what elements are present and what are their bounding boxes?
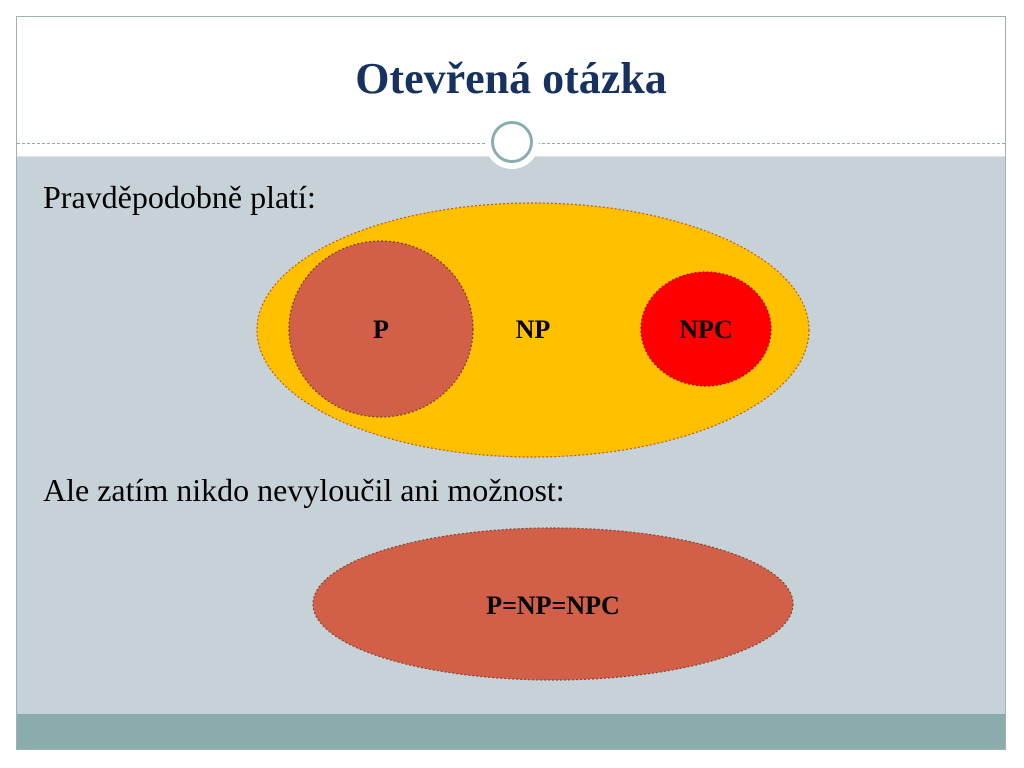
footer-bar <box>17 714 1005 749</box>
slide: Otevřená otázka Pravděpodobně platí: Ale… <box>16 16 1006 750</box>
circle-ring-icon <box>485 115 539 169</box>
equality-label: P=NP=NPC <box>486 591 620 620</box>
ornament-ring <box>491 121 533 163</box>
np-label: NP <box>516 315 551 344</box>
venn-diagram: P NP NPC P=NP=NPC <box>256 202 810 681</box>
npc-label: NPC <box>679 315 732 344</box>
p-label: P <box>373 315 389 344</box>
statement-likely: Pravděpodobně platí: <box>43 179 316 215</box>
statement-possibility: Ale zatím nikdo nevyloučil ani možnost: <box>43 472 565 508</box>
slide-title: Otevřená otázka <box>355 54 667 103</box>
p-circle <box>288 240 474 418</box>
npc-circle <box>640 271 772 387</box>
equality-ellipse <box>312 527 794 681</box>
